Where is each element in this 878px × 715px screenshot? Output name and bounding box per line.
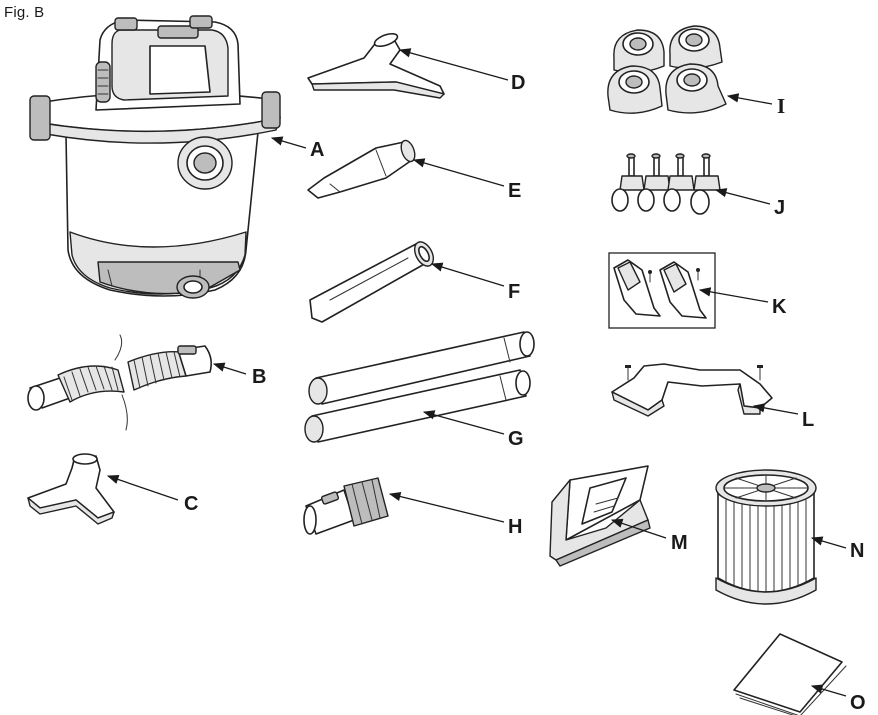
caster-feet-icon: [607, 25, 727, 114]
leader-g: [422, 410, 505, 435]
label-n: N: [850, 540, 864, 562]
leader-c: [106, 474, 179, 501]
leader-d: [398, 48, 509, 81]
adapter-icon: [303, 477, 389, 535]
manual-icon: [733, 633, 847, 715]
label-b: B: [252, 366, 266, 388]
label-a: A: [310, 139, 324, 161]
leader-m: [610, 518, 667, 539]
leader-o: [810, 684, 847, 697]
extension-wands-icon: [304, 331, 535, 443]
label-i: I: [777, 94, 785, 118]
leader-k: [698, 287, 769, 303]
label-l: L: [802, 409, 814, 431]
label-j: J: [774, 197, 785, 219]
leader-h: [388, 491, 505, 523]
figure-title: Fig. B: [4, 4, 45, 21]
accessory-holder-icon: [549, 465, 651, 567]
shop-vacuum-icon: [29, 15, 281, 299]
label-m: M: [671, 532, 688, 554]
label-o: O: [850, 692, 866, 714]
car-nozzle-icon: [307, 139, 416, 199]
floor-nozzle-icon: [307, 32, 445, 99]
label-k: K: [772, 296, 787, 318]
accessory-clips-icon: [608, 252, 716, 329]
handle-icon: [611, 363, 773, 417]
label-e: E: [508, 180, 521, 202]
leader-a: [270, 136, 307, 149]
leader-b: [212, 362, 247, 375]
casters-icon: [611, 153, 721, 215]
leader-e: [412, 158, 505, 187]
utility-nozzle-icon: [27, 453, 115, 525]
label-c: C: [184, 493, 198, 515]
leader-j: [714, 188, 771, 205]
leader-f: [430, 262, 505, 287]
crevice-tool-icon: [309, 241, 435, 323]
leader-i: [726, 93, 773, 105]
hose-icon: [27, 334, 212, 431]
leader-n: [810, 536, 847, 549]
label-f: F: [508, 281, 520, 303]
label-g: G: [508, 428, 524, 450]
label-h: H: [508, 516, 522, 538]
label-d: D: [511, 72, 525, 94]
cartridge-filter-icon: [715, 469, 817, 605]
leader-l: [752, 403, 799, 415]
